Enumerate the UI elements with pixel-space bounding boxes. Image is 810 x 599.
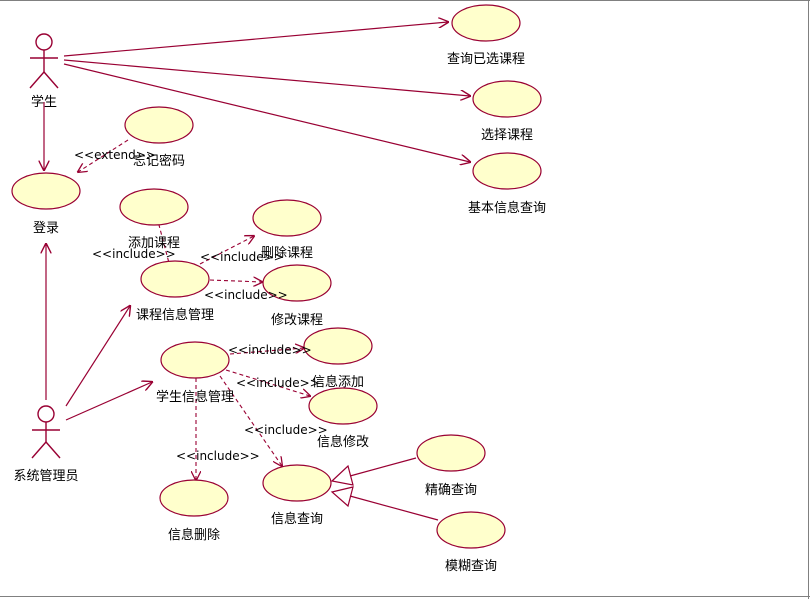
usecase-info-modify-ellipse xyxy=(308,387,378,425)
stereotype-include-info-modify: <<include>> xyxy=(236,376,320,390)
stereotype-include-modify-course: <<include>> xyxy=(204,288,288,302)
usecase-info-query-ellipse xyxy=(262,464,332,502)
usecase-course-info-mgmt[interactable]: 课程信息管理 xyxy=(136,260,214,323)
stereotype-include-info-query: <<include>> xyxy=(244,423,328,437)
usecase-fuzzy-query[interactable]: 模糊查询 xyxy=(436,511,506,574)
assoc-student-select-course xyxy=(63,59,470,96)
usecase-basic-info-query-label: 基本信息查询 xyxy=(468,200,546,216)
assoc-admin-student-mgmt xyxy=(65,382,152,421)
stereotype-include-info-delete: <<include>> xyxy=(176,449,260,463)
actor-student-head xyxy=(35,33,53,51)
usecase-student-info-mgmt[interactable]: 学生信息管理 xyxy=(156,341,234,405)
usecase-info-add[interactable]: 信息添加 xyxy=(303,327,373,390)
usecase-info-delete[interactable]: 信息删除 xyxy=(159,479,229,543)
stereotype-include-add-course: <<include>> xyxy=(92,247,176,261)
usecase-fuzzy-query-label: 模糊查询 xyxy=(445,558,497,574)
usecase-basic-info-query[interactable]: 基本信息查询 xyxy=(468,152,546,216)
actor-student-label: 学生 xyxy=(31,94,57,110)
include-student-modify xyxy=(225,369,310,396)
usecase-info-add-ellipse xyxy=(303,327,373,365)
usecase-modify-course[interactable]: 修改课程 xyxy=(262,264,332,328)
gen-exact-arrowhead xyxy=(330,464,354,486)
usecase-query-selected[interactable]: 查询已选课程 xyxy=(447,4,525,67)
usecase-exact-query[interactable]: 精确查询 xyxy=(416,434,486,498)
stereotype-include-delete-course: <<include>> xyxy=(200,250,284,264)
usecase-query-selected-ellipse xyxy=(451,4,521,42)
usecase-delete-course[interactable]: 删除课程 xyxy=(252,199,322,261)
usecase-basic-info-query-ellipse xyxy=(472,152,542,190)
usecase-student-info-mgmt-label: 学生信息管理 xyxy=(156,389,234,405)
usecase-add-course-label: 添加课程 xyxy=(128,236,180,251)
usecase-info-modify[interactable]: 信息修改 xyxy=(308,387,378,450)
usecase-forgot-password-label: 忘记密码 xyxy=(133,153,185,169)
usecase-select-course[interactable]: 选择课程 xyxy=(472,80,542,143)
usecase-login-ellipse xyxy=(11,172,81,210)
stereotype-include-info-add: <<include>> xyxy=(228,343,312,357)
actor-student-leg-left xyxy=(29,71,45,89)
usecase-login[interactable]: 登录 xyxy=(11,172,81,236)
include-student-query xyxy=(219,375,282,466)
usecase-query-selected-label: 查询已选课程 xyxy=(447,52,525,67)
gen-fuzzy-line xyxy=(349,495,439,521)
usecase-course-info-mgmt-ellipse xyxy=(140,260,210,298)
usecase-info-add-label: 信息添加 xyxy=(312,374,364,390)
usecase-exact-query-ellipse xyxy=(416,434,486,472)
usecase-select-course-label: 选择课程 xyxy=(481,128,533,143)
usecase-fuzzy-query-ellipse xyxy=(436,511,506,549)
actor-admin-label: 系统管理员 xyxy=(13,469,78,484)
include-course-delete xyxy=(199,236,254,265)
gen-fuzzy-arrowhead xyxy=(330,486,354,508)
assoc-admin-course-mgmt xyxy=(65,306,130,407)
usecase-info-query[interactable]: 信息查询 xyxy=(262,464,332,527)
usecase-select-course-ellipse xyxy=(472,80,542,118)
include-student-add xyxy=(229,348,304,355)
actor-student-leg-right xyxy=(43,71,59,89)
usecase-course-info-mgmt-label: 课程信息管理 xyxy=(136,307,214,323)
usecase-exact-query-label: 精确查询 xyxy=(425,483,477,498)
gen-exact-line xyxy=(349,457,417,477)
stereotype-extend-login: <<extend>> xyxy=(74,148,156,162)
actor-admin[interactable]: 系统管理员 xyxy=(13,405,79,484)
include-course-modify xyxy=(209,280,262,282)
usecase-modify-course-ellipse xyxy=(262,264,332,302)
assoc-student-basic-info xyxy=(63,63,470,162)
actor-admin-head xyxy=(37,405,55,423)
usecase-info-modify-label: 信息修改 xyxy=(317,434,369,450)
usecase-student-info-mgmt-ellipse xyxy=(160,341,230,379)
usecase-delete-course-label: 删除课程 xyxy=(261,246,313,261)
usecase-info-query-label: 信息查询 xyxy=(271,511,323,527)
assoc-student-query-selected xyxy=(63,22,448,57)
usecase-modify-course-label: 修改课程 xyxy=(271,313,323,328)
actor-admin-leg-left xyxy=(31,441,47,459)
actor-student[interactable]: 学生 xyxy=(29,33,59,110)
extend-forgot-login xyxy=(78,139,129,172)
usecase-add-course[interactable]: 添加课程 xyxy=(119,188,189,251)
usecase-add-course-ellipse xyxy=(119,188,189,226)
usecase-forgot-password[interactable]: 忘记密码 xyxy=(124,106,194,169)
actor-admin-leg-right xyxy=(45,441,61,459)
usecase-info-delete-ellipse xyxy=(159,479,229,517)
usecase-login-label: 登录 xyxy=(33,221,59,236)
usecase-delete-course-ellipse xyxy=(252,199,322,237)
usecase-forgot-password-ellipse xyxy=(124,106,194,144)
usecase-info-delete-label: 信息删除 xyxy=(168,527,220,543)
